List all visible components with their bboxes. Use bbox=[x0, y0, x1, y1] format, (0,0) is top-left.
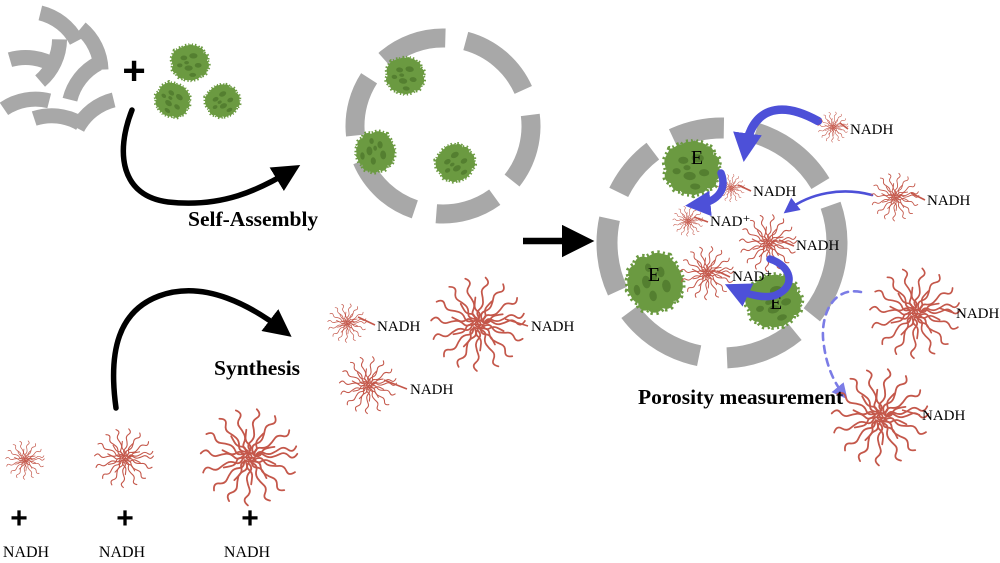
nad-plus-label: NAD⁺ bbox=[732, 269, 772, 285]
porosity-assembly: E E E NADH NAD⁺ NADH NAD⁺ NADH NADH NADH bbox=[596, 105, 999, 465]
micelle-interior bbox=[673, 206, 703, 236]
nadh-label: NADH bbox=[99, 544, 146, 561]
label-connector bbox=[901, 409, 921, 416]
nadh-label: NADH bbox=[3, 544, 50, 561]
synthesis-products: NADH NADH NADH bbox=[328, 277, 574, 414]
micelle-large bbox=[431, 277, 525, 371]
synthesis-label: Synthesis bbox=[214, 356, 300, 380]
plus-sign: + bbox=[241, 502, 259, 535]
label-connector bbox=[383, 379, 408, 390]
enzyme-label: E bbox=[648, 264, 660, 286]
nadh-label: NADH bbox=[850, 122, 893, 138]
synthesis-reactants: + + + NADH NADH NADH bbox=[3, 409, 297, 561]
nadh-diffusion-arrow bbox=[783, 190, 874, 214]
micelle-interior bbox=[680, 247, 733, 300]
plus-sign-self-assembly: + bbox=[122, 49, 145, 93]
label-connector bbox=[693, 216, 709, 223]
capsule-enzyme bbox=[427, 134, 484, 191]
nadh-label: NADH bbox=[796, 238, 839, 254]
micelle-large bbox=[201, 409, 298, 505]
micelle-exterior-large bbox=[832, 369, 929, 465]
nadh-label: NADH bbox=[410, 382, 453, 398]
micelle-medium bbox=[339, 357, 396, 414]
nadh-label: NADH bbox=[927, 193, 970, 209]
label-connector bbox=[357, 316, 376, 326]
assembled-capsule bbox=[345, 28, 541, 224]
label-connector bbox=[504, 318, 529, 327]
enzyme-conversion-arrow-bottom bbox=[724, 255, 793, 307]
plus-sign: + bbox=[116, 502, 134, 535]
self-assembly-arrow bbox=[120, 107, 301, 206]
synthesis-arrow bbox=[110, 288, 292, 411]
loose-segment-cluster bbox=[3, 9, 114, 128]
label-connector bbox=[839, 122, 849, 130]
nadh-label: NADH bbox=[531, 319, 574, 335]
micelle-exterior-medium bbox=[871, 173, 919, 221]
nadh-label: NADH bbox=[922, 408, 965, 424]
label-connector bbox=[778, 239, 795, 247]
label-connector bbox=[737, 184, 752, 192]
nadh-label: NADH bbox=[377, 319, 420, 335]
capsule-enzyme bbox=[381, 52, 429, 99]
micelle-exterior-small bbox=[818, 112, 848, 142]
micelle-exterior-large bbox=[870, 268, 960, 358]
nadh-label: NADH bbox=[224, 544, 271, 561]
micelle-small bbox=[6, 441, 45, 480]
free-enzyme-cluster bbox=[146, 42, 247, 127]
micelle-small bbox=[328, 304, 367, 343]
enzyme-label: E bbox=[691, 147, 703, 169]
capsule-ring bbox=[345, 28, 541, 224]
label-connector bbox=[910, 192, 926, 201]
enzyme-conversion-arrow-top bbox=[685, 169, 727, 217]
self-assembly-label: Self-Assembly bbox=[188, 207, 318, 231]
nadh-label: NADH bbox=[956, 306, 999, 322]
nad-plus-label: NAD⁺ bbox=[710, 214, 750, 230]
nadh-entry-arrow bbox=[733, 105, 823, 163]
nadh-label: NADH bbox=[753, 184, 796, 200]
blocked-diffusion-dashed-arrow bbox=[821, 290, 863, 400]
porosity-caption: Porosity measurement bbox=[638, 385, 844, 409]
plus-sign: + bbox=[10, 502, 28, 535]
label-connector bbox=[716, 270, 731, 278]
label-connector bbox=[938, 307, 955, 314]
micelle-medium bbox=[95, 429, 154, 488]
